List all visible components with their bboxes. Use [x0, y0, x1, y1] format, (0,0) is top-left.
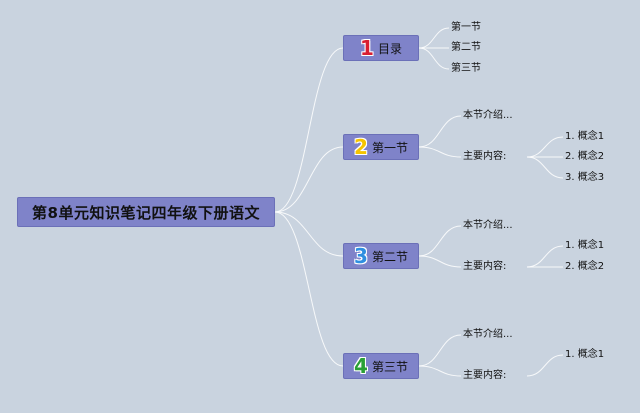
root-topic[interactable]: 第8单元知识笔记四年级下册语文: [17, 197, 275, 227]
connector-root-chapter-4: [274, 211, 344, 367]
connector-root-chapter-1: [274, 47, 344, 213]
concept-item-1-2[interactable]: 2. 概念2: [565, 151, 605, 162]
concept-item-1-1[interactable]: 1. 概念1: [565, 131, 605, 142]
chapter-label-1: 目录: [377, 41, 402, 56]
section-intro-3[interactable]: 本节介绍...: [463, 329, 513, 340]
connector-root-chapter-3: [274, 211, 344, 257]
concept-item-3-1[interactable]: 1. 概念1: [565, 349, 605, 360]
chapter-node-3[interactable]: 3 第二节: [343, 243, 419, 269]
toc-item-1[interactable]: 第一节: [451, 22, 481, 33]
concept-item-1-3[interactable]: 3. 概念3: [565, 172, 605, 183]
chapter-label-2: 第一节: [371, 140, 408, 155]
section-intro-1[interactable]: 本节介绍...: [463, 110, 513, 121]
connector-content-1: [418, 146, 462, 158]
chapter-number-2: 2: [354, 135, 368, 159]
section-content-label-3[interactable]: 主要内容:: [463, 370, 507, 381]
chapter-number-1: 1: [360, 36, 374, 60]
root-topic-label: 第8单元知识笔记四年级下册语文: [32, 203, 260, 222]
chapter-number-3: 3: [354, 244, 368, 268]
chapter-node-2[interactable]: 2 第一节: [343, 134, 419, 160]
section-content-label-1[interactable]: 主要内容:: [463, 151, 507, 162]
toc-item-2[interactable]: 第二节: [451, 42, 481, 53]
section-content-label-2[interactable]: 主要内容:: [463, 261, 507, 272]
connector-concept-1-1: [526, 136, 564, 158]
chapter-node-1[interactable]: 1 目录: [343, 35, 419, 61]
connector-toc-1: [418, 27, 450, 49]
connector-toc-3: [418, 47, 450, 70]
connector-intro-2: [418, 225, 462, 257]
concept-item-2-2[interactable]: 2. 概念2: [565, 261, 605, 272]
connector-concept-2-1: [526, 245, 564, 268]
connector-content-3: [418, 365, 462, 377]
connector-content-2: [418, 255, 462, 268]
connector-intro-1: [418, 115, 462, 148]
chapter-label-3: 第二节: [371, 249, 408, 264]
connector-concept-1-3: [526, 156, 564, 179]
concept-item-2-1[interactable]: 1. 概念1: [565, 240, 605, 251]
chapter-label-4: 第三节: [371, 359, 408, 374]
chapter-node-4[interactable]: 4 第三节: [343, 353, 419, 379]
connector-root-chapter-2: [274, 146, 344, 213]
connector-concept-3-1: [526, 354, 564, 377]
section-intro-2[interactable]: 本节介绍...: [463, 220, 513, 231]
chapter-number-4: 4: [354, 354, 368, 378]
toc-item-3[interactable]: 第三节: [451, 63, 481, 74]
connector-intro-3: [418, 334, 462, 367]
